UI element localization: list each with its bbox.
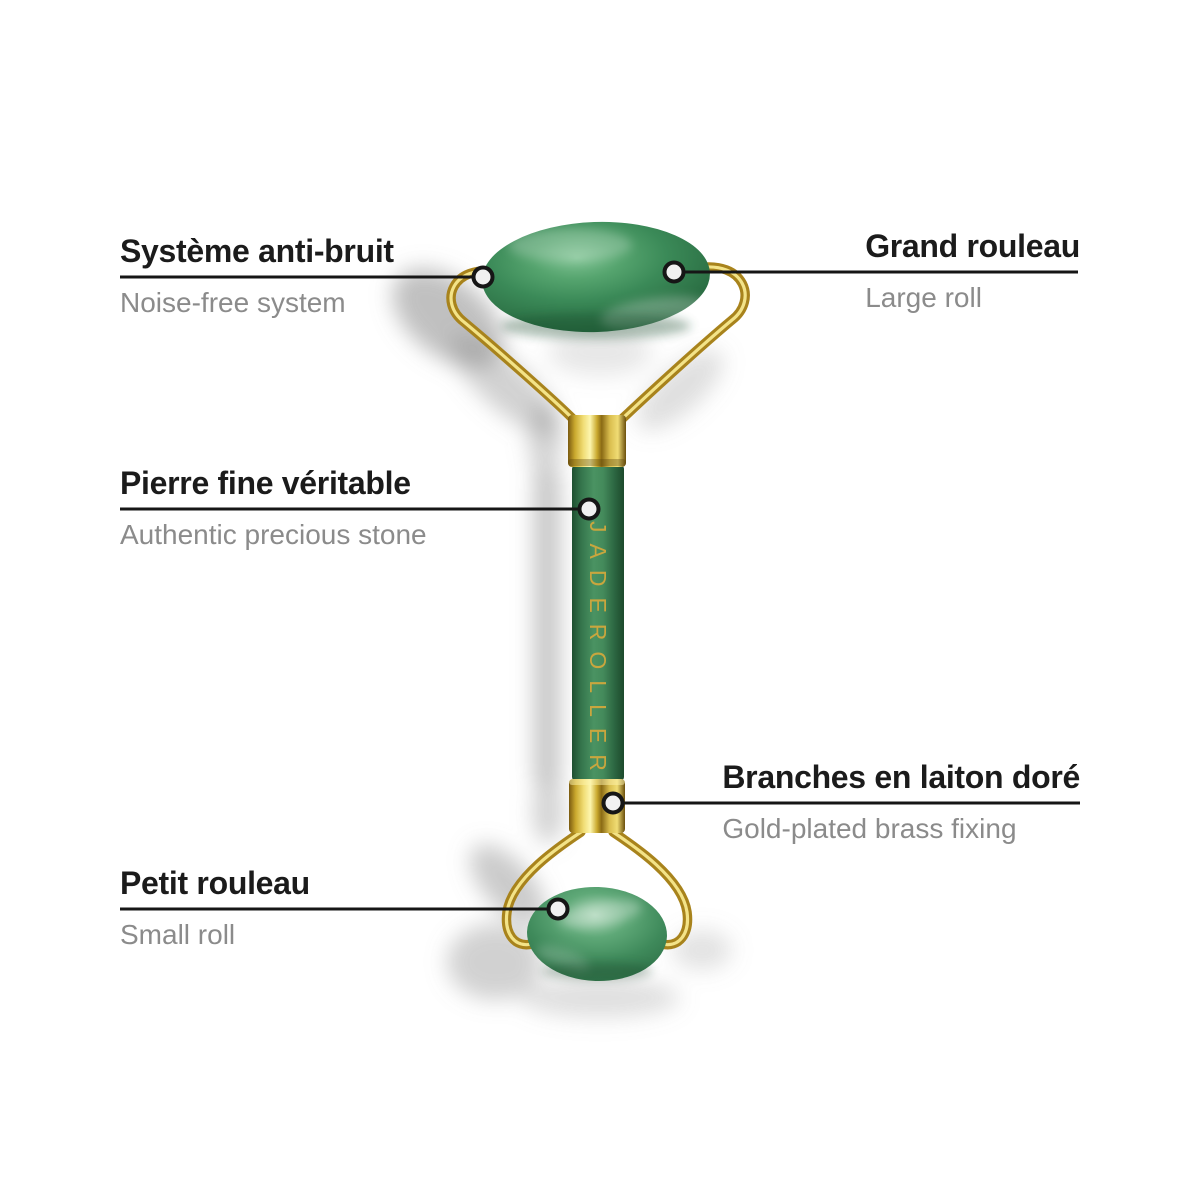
- brand-text: JADEROLLER: [585, 521, 611, 782]
- callout-dots: [471, 260, 686, 921]
- annotation-small-roll: Petit rouleau Small roll: [120, 863, 310, 953]
- callout-dot-small: [546, 897, 570, 921]
- annotation-subtitle: Noise-free system: [120, 287, 346, 318]
- annotation-subtitle: Small roll: [120, 919, 236, 950]
- annotation-title: Petit rouleau: [120, 865, 310, 901]
- annotation-title: Grand rouleau: [865, 228, 1080, 264]
- annotation-precious-stone: Pierre fine véritable Authentic precious…: [120, 463, 427, 553]
- annotation-title: Branches en laiton doré: [722, 759, 1080, 795]
- jade-handle: [572, 465, 624, 781]
- callout-dot-large: [662, 260, 686, 284]
- top-ferrule: [568, 415, 626, 467]
- annotation-subtitle: Large roll: [865, 282, 982, 313]
- callout-dot-stone: [577, 497, 601, 521]
- callout-dot-noise: [471, 265, 495, 289]
- annotation-noise-free-system: Système anti-bruit Noise-free system: [120, 231, 394, 321]
- annotation-subtitle: Authentic precious stone: [120, 519, 427, 550]
- annotation-brass-fixing: Branches en laiton doré Gold-plated bras…: [722, 757, 1080, 847]
- annotation-subtitle: Gold-plated brass fixing: [722, 813, 1017, 844]
- callout-dot-brass: [601, 791, 625, 815]
- annotation-title: Système anti-bruit: [120, 233, 394, 269]
- leader-lines: [120, 270, 1080, 911]
- annotation-title: Pierre fine véritable: [120, 465, 411, 501]
- annotation-large-roll: Grand rouleau Large roll: [865, 226, 1080, 316]
- small-roller: [527, 886, 667, 982]
- product-shadow: [392, 268, 732, 1018]
- large-roller: [482, 221, 710, 339]
